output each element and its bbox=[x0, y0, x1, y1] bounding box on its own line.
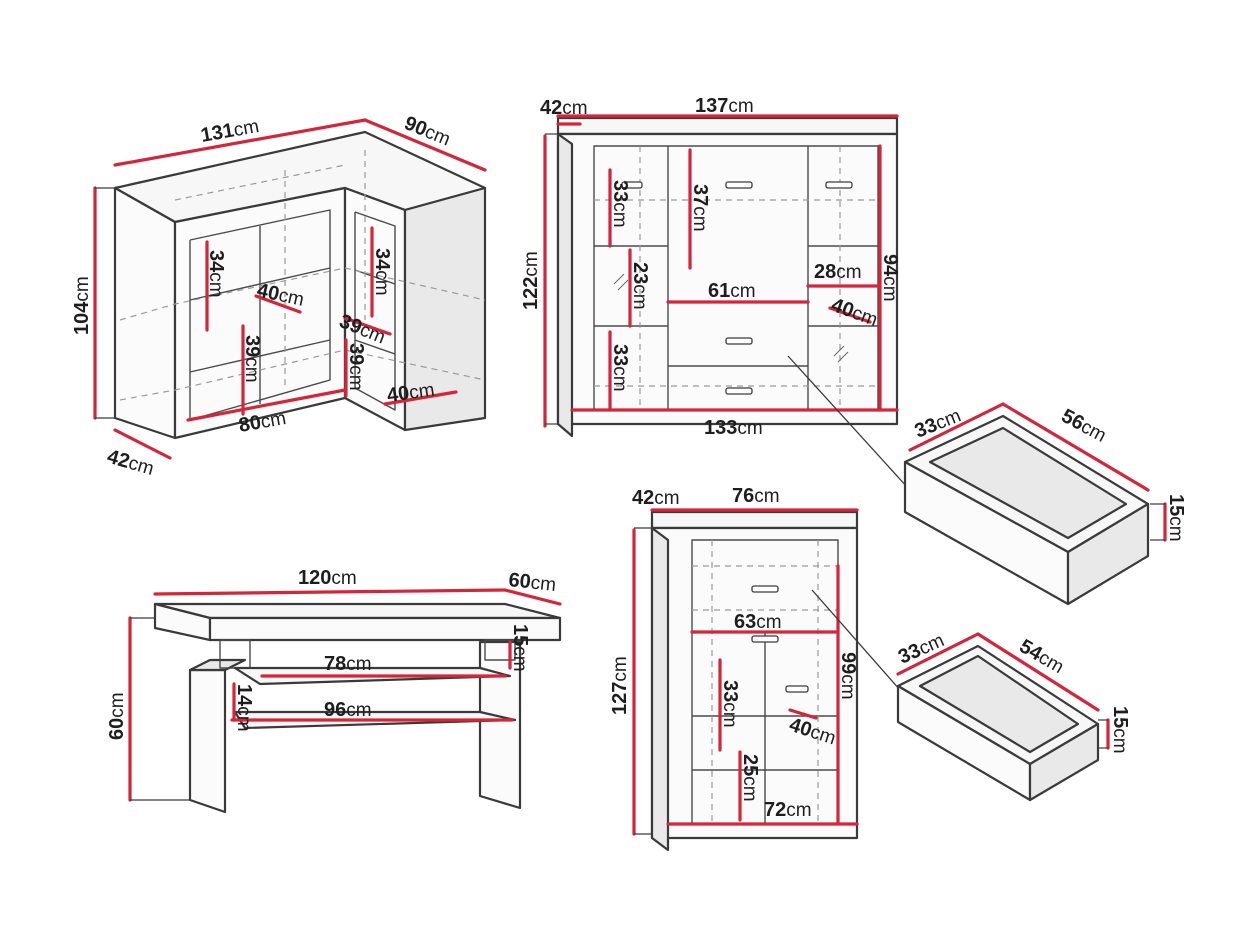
corner-height-label: 104cm bbox=[71, 276, 93, 335]
corner-low-left-label: 39cm bbox=[241, 335, 263, 383]
corner-base-width-label: 80cm bbox=[237, 407, 288, 437]
drawer-large-drawing: 33cm 56cm 15cm bbox=[903, 402, 1187, 606]
highboard-depth-label: 42cm bbox=[632, 487, 680, 509]
corner-width-label: 131cm bbox=[199, 115, 261, 147]
drawer-small-height-label: 15cm bbox=[1109, 706, 1131, 754]
highboard-left-comp-label: 33cm bbox=[719, 680, 741, 728]
corner-depth-left-label: 42cm bbox=[105, 446, 157, 480]
console-depth-label: 60cm bbox=[507, 569, 557, 596]
sideboard-height-label: 122cm bbox=[520, 251, 542, 310]
console-top-gap-label: 15cm bbox=[509, 624, 531, 672]
console-shelf-gap-label: 14cm bbox=[233, 684, 255, 732]
console-upper-shelf-label: 78cm bbox=[324, 653, 372, 675]
sideboard-base-width-label: 133cm bbox=[704, 417, 763, 439]
highboard-drawer-width-label: 63cm bbox=[734, 611, 782, 633]
sideboard-center-width-label: 61cm bbox=[708, 280, 756, 302]
console-table-drawing: 120cm 60cm 60cm 15cm 78cm 14cm 96cm bbox=[106, 567, 562, 814]
drawer-small-width-label: 54cm bbox=[1016, 635, 1068, 678]
console-height-label: 60cm bbox=[106, 692, 128, 740]
drawer-small-drawing: 33cm 54cm 15cm bbox=[895, 630, 1131, 802]
console-lower-shelf-label: 96cm bbox=[324, 699, 372, 721]
highboard-height-label: 127cm bbox=[609, 656, 631, 715]
corner-shelf-right-label: 34cm bbox=[371, 248, 393, 296]
drawer-large-height-label: 15cm bbox=[1165, 494, 1187, 542]
corner-base-depth-label: 40cm bbox=[386, 379, 436, 407]
corner-cabinet-drawing: 131cm 90cm 104cm 42cm 34cm 34cm 40cm 39c… bbox=[71, 112, 487, 480]
sideboard-right-width-label: 28cm bbox=[814, 261, 862, 283]
console-width-label: 120cm bbox=[298, 567, 357, 589]
highboard-bottom-comp-label: 25cm bbox=[739, 754, 761, 802]
sideboard-left-top-label: 33cm bbox=[609, 180, 631, 228]
highboard-width-label: 76cm bbox=[732, 485, 780, 507]
highboard-base-width-label: 72cm bbox=[764, 799, 812, 821]
sideboard-drawing: 42cm 137cm 122cm 33cm 23cm 33cm 37cm 28c… bbox=[520, 95, 909, 489]
highboard-right-height-label: 99cm bbox=[837, 652, 859, 700]
sideboard-right-height-label: 94cm bbox=[879, 254, 901, 302]
sideboard-depth-label: 42cm bbox=[540, 97, 588, 119]
sideboard-width-label: 137cm bbox=[695, 95, 754, 117]
sideboard-left-mid-label: 23cm bbox=[629, 262, 651, 310]
corner-inner-depth-label: 40cm bbox=[255, 279, 306, 310]
corner-low-right-label: 39cm bbox=[345, 343, 367, 391]
corner-shelf-left-label: 34cm bbox=[205, 250, 227, 298]
sideboard-left-bottom-label: 33cm bbox=[609, 344, 631, 392]
sideboard-center-upper-label: 37cm bbox=[689, 184, 711, 232]
highboard-drawing: 42cm 76cm 127cm 63cm 99cm 33cm 40cm 25cm… bbox=[609, 485, 901, 852]
